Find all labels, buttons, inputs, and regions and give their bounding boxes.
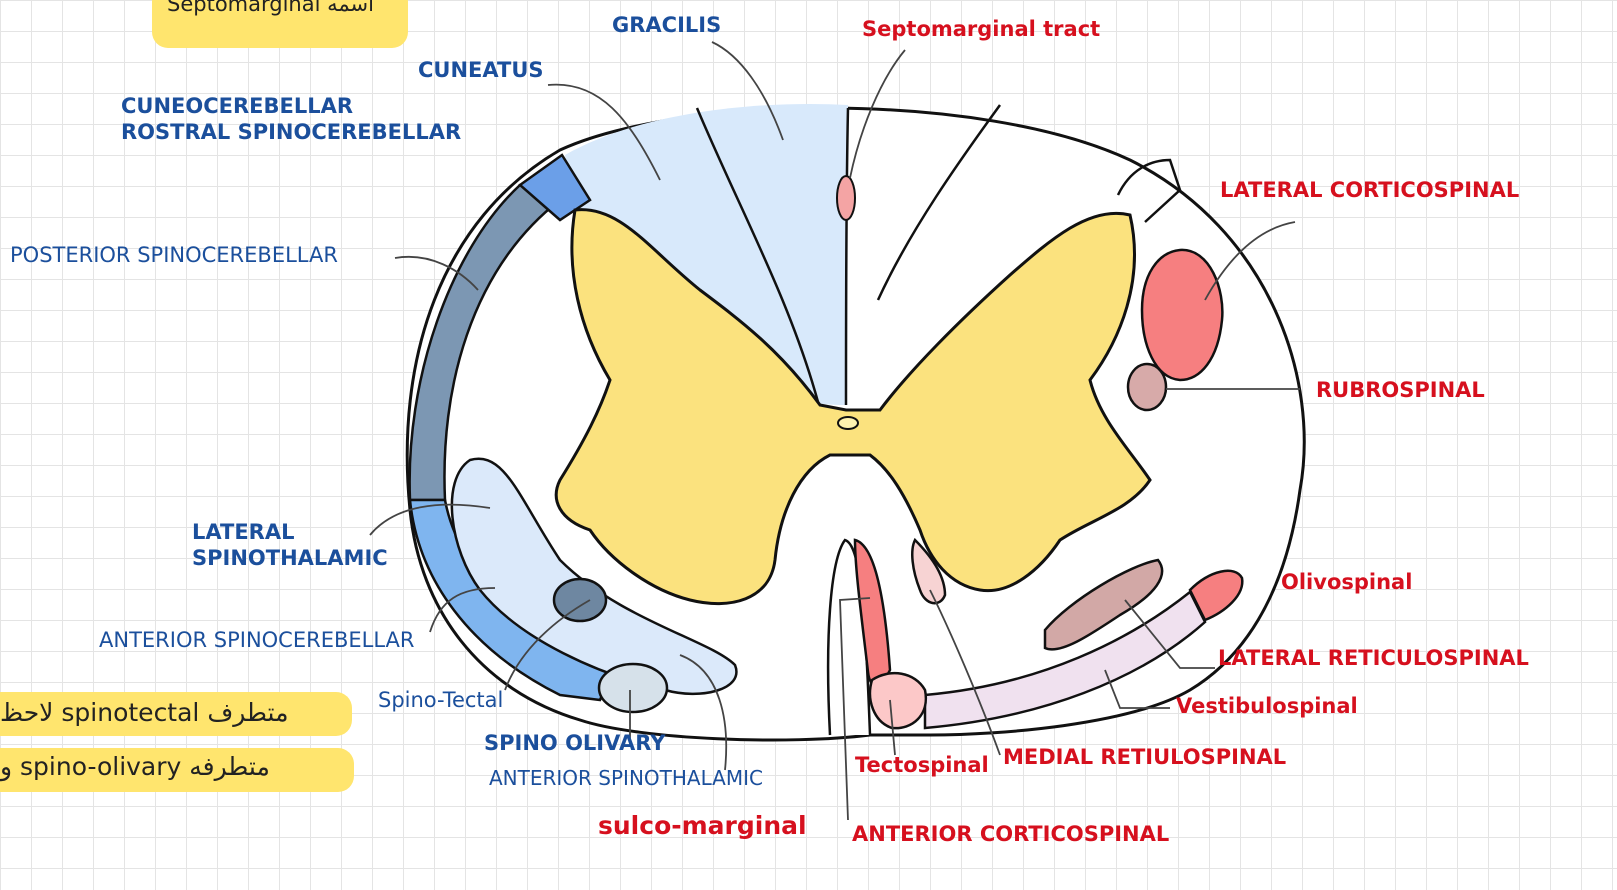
note-line-2: و spino-olivary متطرفه [0,752,270,781]
lateral-corticospinal-tract [1142,250,1222,380]
label-vestibulospinal: Vestibulospinal [1176,694,1358,718]
note-top: Septomarginal اسمه [167,0,374,16]
label-gracilis: GRACILIS [612,13,721,37]
label-cuneocerebellar: CUNEOCEREBELLAR [121,94,353,118]
label-cuneatus: CUNEATUS [418,58,544,82]
note-line-1: لاحظ spinotectal متطرف [0,698,288,727]
label-olivospinal: Olivospinal [1281,570,1412,594]
label-anterior-spinothalamic: ANTERIOR SPINOTHALAMIC [489,767,763,790]
label-anterior-spinocerebellar: ANTERIOR SPINOCEREBELLAR [99,628,414,652]
rubrospinal-tract [1128,364,1166,410]
label-septomarginal-tract: Septomarginal tract [862,17,1100,41]
label-spino-olivary: SPINO OLIVARY [484,731,665,755]
label-lateral-spinothalamic-1: LATERAL [192,520,294,544]
label-spino-tectal: Spino-Tectal [378,688,503,712]
spino-olivary-tract [599,664,667,712]
label-posterior-spinocerebellar: POSTERIOR SPINOCEREBELLAR [10,243,338,267]
central-canal [838,417,858,429]
label-rubrospinal: RUBROSPINAL [1316,378,1485,402]
label-anterior-corticospinal: ANTERIOR CORTICOSPINAL [852,822,1169,846]
label-medial-reticulospinal: MEDIAL RETIULOSPINAL [1003,745,1286,769]
label-lateral-corticospinal: LATERAL CORTICOSPINAL [1220,178,1519,202]
label-rostral-spinocerebellar: ROSTRAL SPINOCEREBELLAR [121,120,461,144]
label-lateral-reticulospinal: LATERAL RETICULOSPINAL [1218,646,1529,670]
septomarginal-tract [837,176,855,220]
label-lateral-spinothalamic-2: SPINOTHALAMIC [192,546,388,570]
label-sulco-marginal: sulco-marginal [598,812,807,841]
tectospinal-tract [870,673,926,728]
spino-tectal-tract [554,579,606,621]
label-tectospinal: Tectospinal [855,753,989,777]
